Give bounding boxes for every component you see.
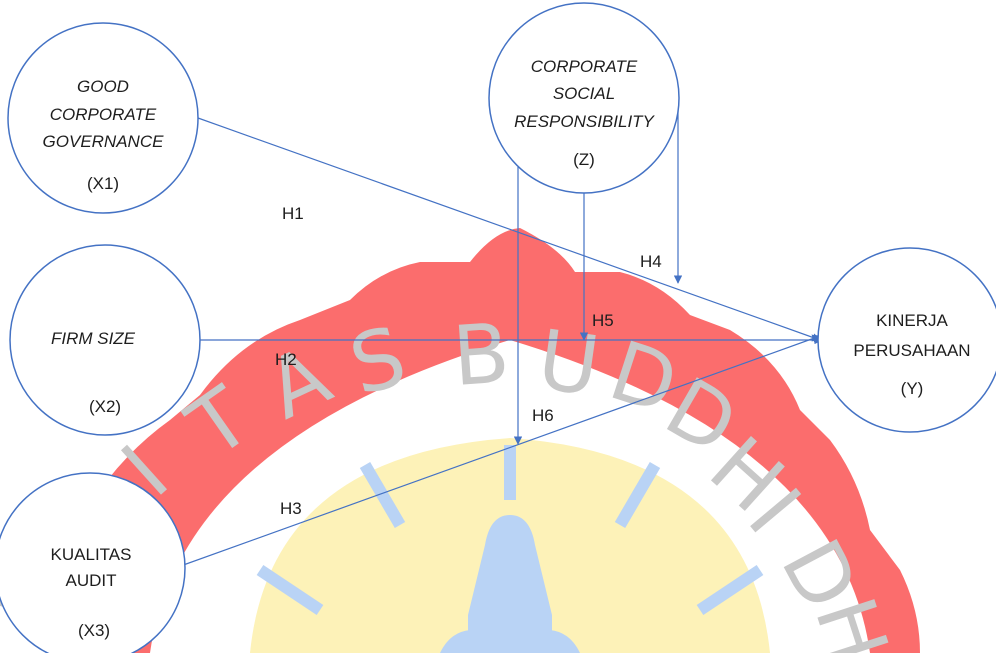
- node-x2-circle: [9, 244, 201, 436]
- watermark-ray: [359, 461, 406, 529]
- node-x1-code: (X1): [87, 174, 119, 193]
- node-x3-line-1: KUALITAS: [51, 545, 132, 564]
- edge-x3-to-y: [174, 334, 821, 569]
- node-z-code: (Z): [573, 150, 595, 169]
- label-h6: H6: [532, 406, 554, 425]
- edge-x1-to-y: [197, 117, 821, 342]
- node-x3: KUALITAS AUDIT (X3): [0, 472, 186, 653]
- watermark-logo: R S I T A S B U D D H I D H: [0, 228, 920, 653]
- node-z: CORPORATE SOCIAL RESPONSIBILITY (Z): [488, 2, 680, 194]
- label-h3: H3: [280, 499, 302, 518]
- node-z-line-3: RESPONSIBILITY: [514, 112, 655, 131]
- watermark-bell-base: [440, 630, 580, 653]
- node-y-circle: [817, 247, 996, 433]
- node-x3-line-2: AUDIT: [66, 571, 117, 590]
- node-x1: GOOD CORPORATE GOVERNANCE (X1): [7, 22, 199, 214]
- edges: [174, 108, 823, 569]
- watermark-bell: [468, 515, 552, 653]
- label-h2: H2: [275, 350, 297, 369]
- node-x3-circle: [0, 472, 186, 653]
- node-y: KINERJA PERUSAHAAN (Y): [817, 247, 996, 433]
- watermark-ray: [256, 565, 324, 615]
- label-h1: H1: [282, 204, 304, 223]
- node-x1-line-3: GOVERNANCE: [43, 132, 165, 151]
- node-x1-line-2: CORPORATE: [50, 105, 157, 124]
- node-x2-code: (X2): [89, 397, 121, 416]
- hypothesis-labels: H1 H2 H3 H4 H5 H6: [275, 204, 662, 518]
- node-x1-line-1: GOOD: [77, 77, 129, 96]
- watermark-letter: B: [450, 306, 513, 405]
- node-y-line-2: PERUSAHAAN: [853, 341, 970, 360]
- node-y-line-1: KINERJA: [876, 311, 948, 330]
- watermark-rays: [256, 445, 764, 615]
- watermark-letter: U: [532, 313, 605, 415]
- label-h4: H4: [640, 252, 662, 271]
- node-z-line-1: CORPORATE: [531, 57, 638, 76]
- node-x2-line-1: FIRM SIZE: [51, 329, 136, 348]
- node-y-code: (Y): [901, 379, 924, 398]
- node-x3-code: (X3): [78, 621, 110, 640]
- node-x1-circle: [7, 22, 199, 214]
- node-z-circle: [488, 2, 680, 194]
- node-x2: FIRM SIZE (X2): [9, 244, 201, 436]
- watermark-ray: [614, 461, 661, 529]
- watermark-ray: [696, 565, 764, 615]
- node-z-line-2: SOCIAL: [553, 84, 615, 103]
- label-h5: H5: [592, 311, 614, 330]
